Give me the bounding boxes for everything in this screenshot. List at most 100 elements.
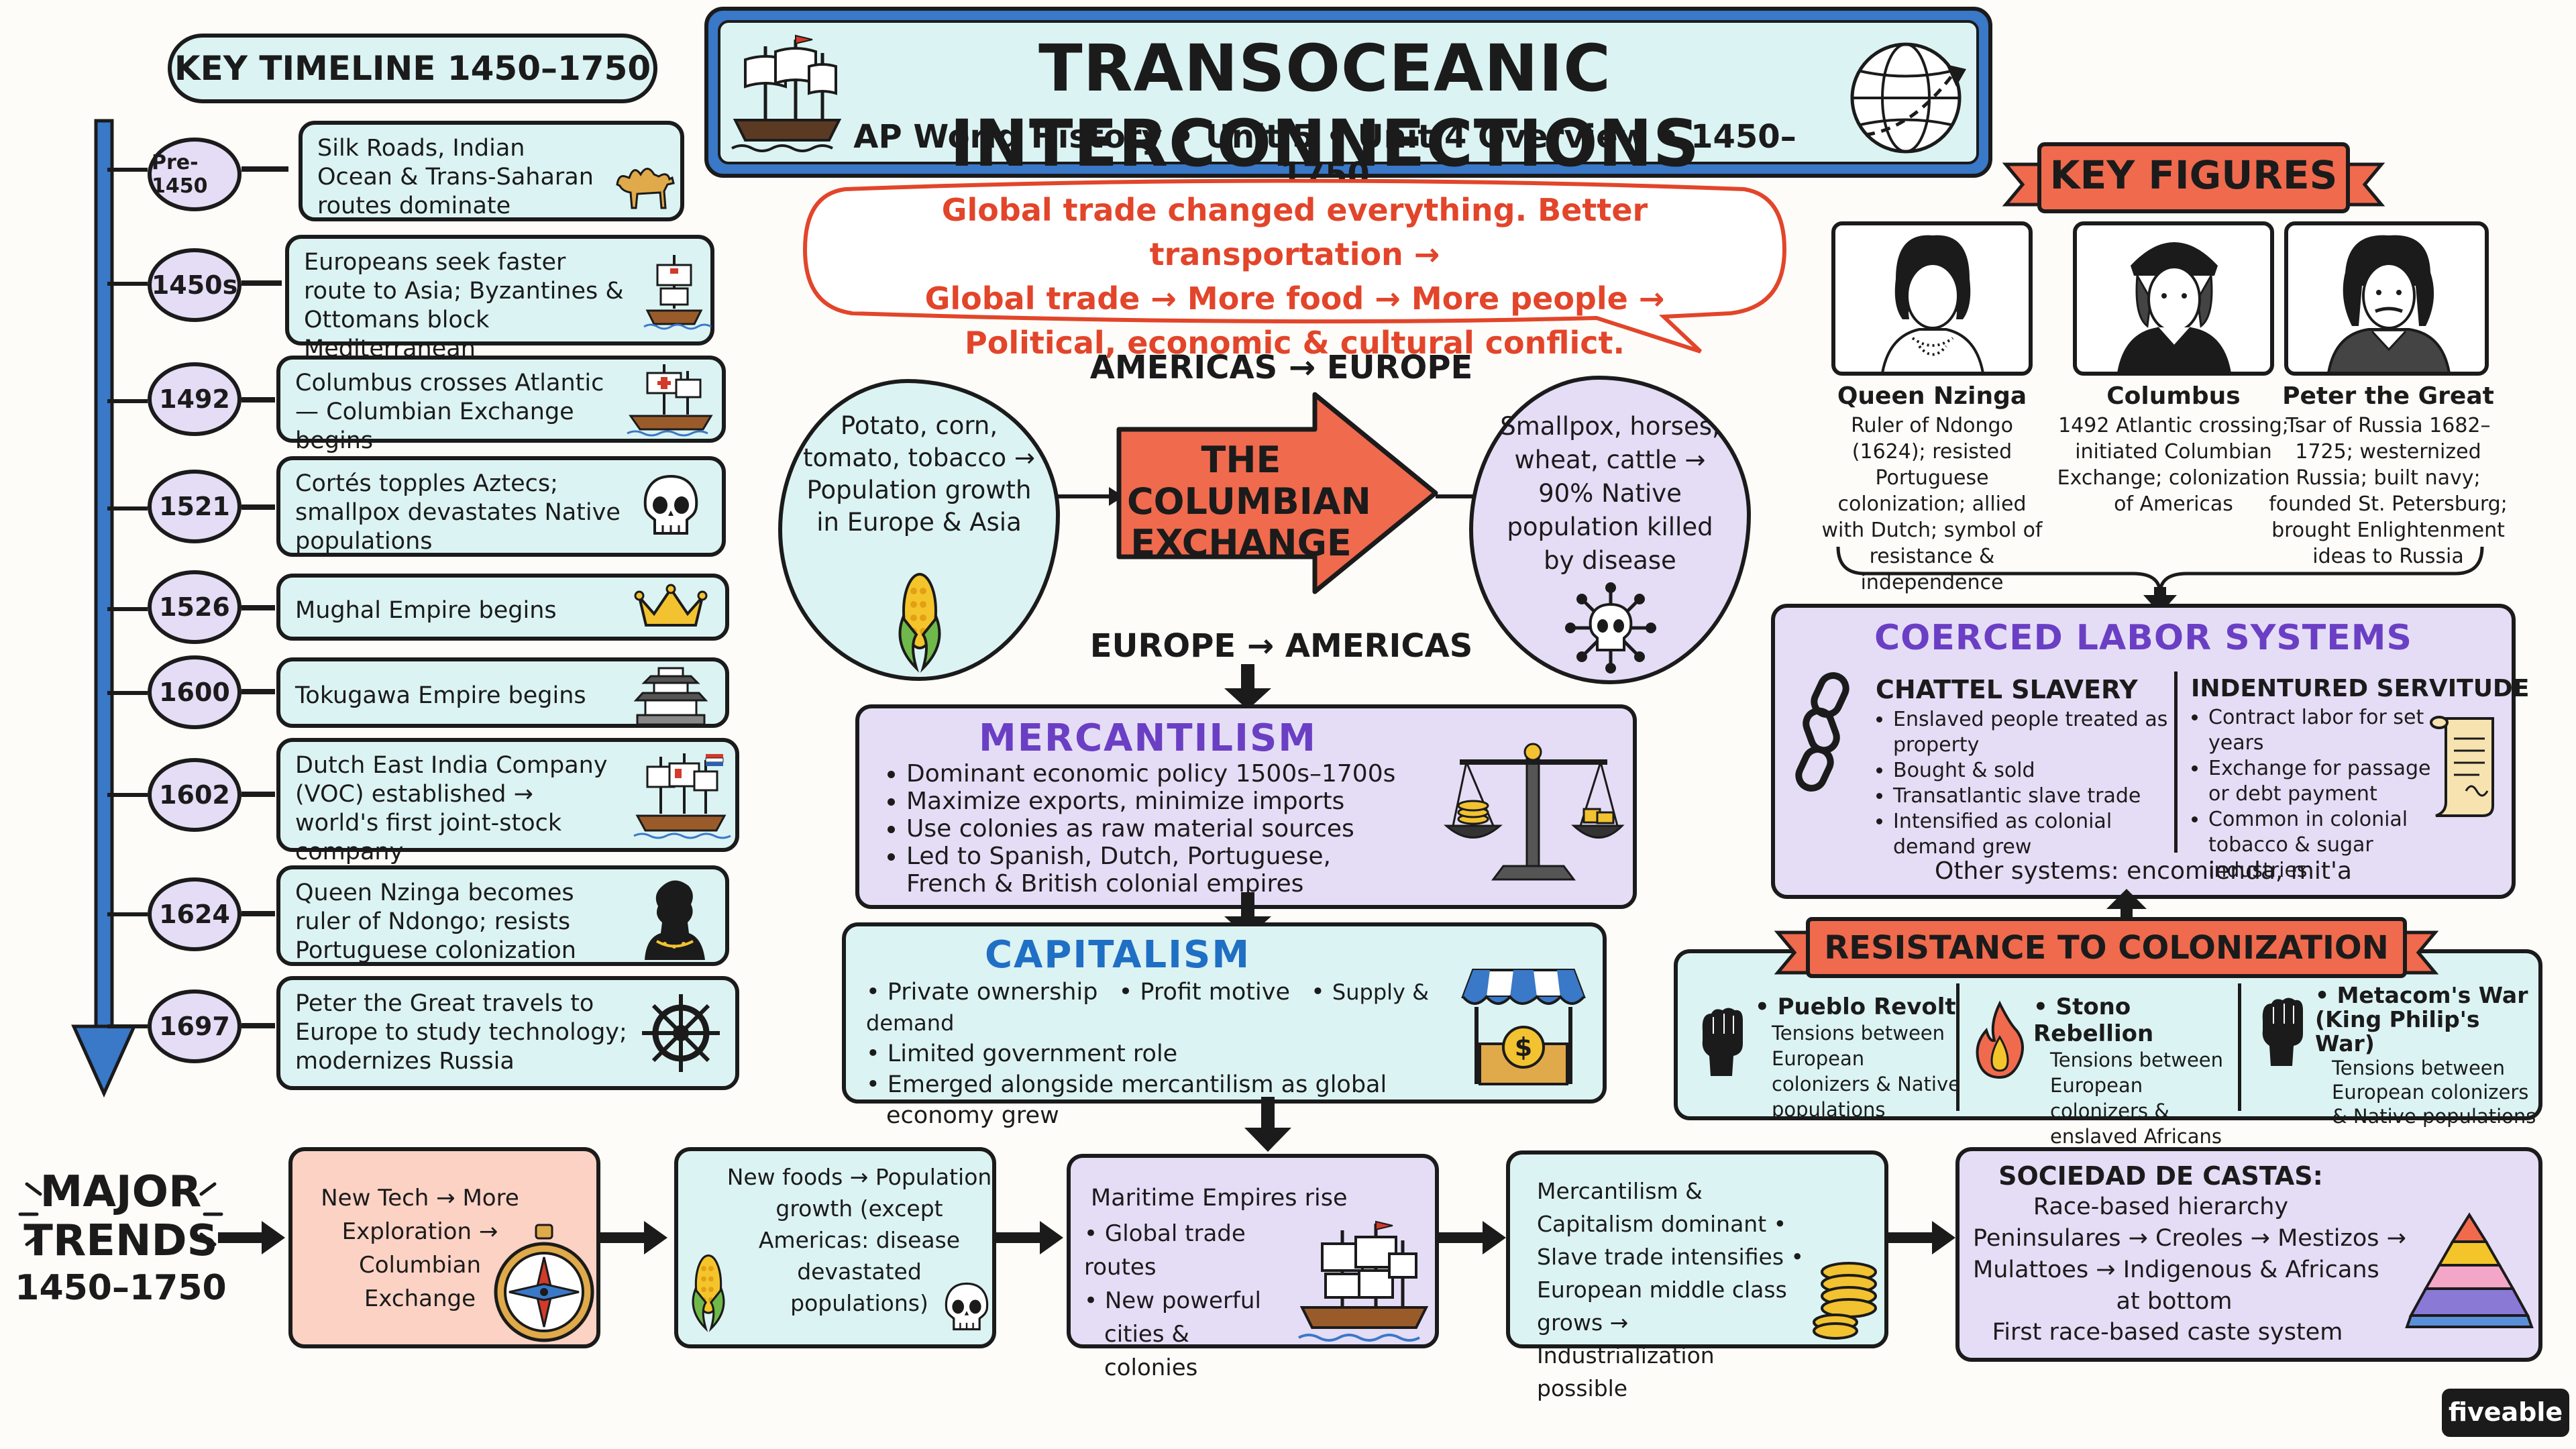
- coerced-labor-title: COERCED LABOR SYSTEMS: [1874, 618, 2412, 658]
- list-item: Intensified as colonial demand grew: [1893, 809, 2171, 860]
- timeline-event: Pre-1450 Silk Roads, Indian Ocean & Tran…: [0, 121, 738, 221]
- timeline-event-card: Silk Roads, Indian Ocean & Trans-Saharan…: [299, 121, 684, 221]
- list-item: Use colonies as raw material sources: [906, 815, 1416, 843]
- trend-arrow: [600, 1221, 667, 1254]
- raised-fist-icon: [2251, 990, 2312, 1071]
- timeline-date: 1602: [148, 758, 241, 832]
- fiveable-logo: fiveable: [2442, 1389, 2569, 1437]
- down-arrow: [1244, 1097, 1291, 1152]
- capitalism-box: CAPITALISM • Private ownership • Profit …: [842, 922, 1607, 1129]
- figure-desc: Tsar of Russia 1682–1725; westernized Ru…: [2269, 414, 2508, 568]
- left-cloud-text: Potato, corn, tomato, tobacco → Populati…: [803, 411, 1035, 537]
- figure-desc: Ruler of Ndongo (1624); resisted Portugu…: [1821, 414, 2043, 594]
- timeline-event-card: Mughal Empire begins: [276, 574, 729, 641]
- portrait-frame: [1831, 221, 2033, 376]
- chattel-title: CHATTEL SLAVERY: [1876, 675, 2138, 704]
- section-divider: [2238, 983, 2241, 1111]
- mercantilism-title: MERCANTILISM: [978, 716, 1318, 760]
- ship-icon: [621, 359, 721, 439]
- crown-icon: [631, 580, 711, 634]
- key-figures-title: KEY FIGURES: [2049, 152, 2338, 198]
- trend-card: SOCIEDAD DE CASTAS: Race-based hierarchy…: [1955, 1147, 2542, 1362]
- trend-text: Peninsulares → Creoles → Mestizos →: [1973, 1225, 2406, 1252]
- trend-text: New foods → Population growth (except Am…: [727, 1164, 992, 1316]
- list-item: Emerged alongside mercantilism as global…: [886, 1071, 1387, 1129]
- timeline-date: 1450s: [148, 248, 241, 322]
- figure-name: Columbus: [2106, 382, 2241, 410]
- resistance-banner: RESISTANCE TO COLONIZATION: [1774, 912, 2439, 989]
- coins-icon: [1805, 1242, 1886, 1342]
- skull-icon: [631, 470, 711, 550]
- peter-the-great-portrait-icon: [2326, 235, 2451, 374]
- mercantilism-box: MERCANTILISM Dominant economic policy 15…: [855, 704, 1637, 909]
- corn-icon: [682, 1238, 735, 1346]
- major-trends-line: TRENDS: [23, 1216, 218, 1266]
- raised-fist-icon: [1691, 1000, 1752, 1081]
- trend-card: New Tech → More Exploration → Columbian …: [288, 1147, 600, 1348]
- trend-text: Global trade routes: [1084, 1220, 1246, 1281]
- columbus-portrait-icon: [2117, 242, 2231, 373]
- figure-name: Peter the Great: [2282, 382, 2494, 410]
- list-item: Bought & sold: [1893, 758, 2171, 784]
- corn-icon: [883, 571, 957, 673]
- scroll-icon: [2422, 708, 2510, 822]
- down-arrow: [1224, 664, 1271, 710]
- resistance-name: Metacom's War (King Philip's War): [2315, 982, 2528, 1057]
- resistance-desc: Tensions between European colonizers & N…: [1772, 1022, 1960, 1121]
- list-item: Limited government role: [887, 1040, 1178, 1067]
- list-item: Profit motive: [1140, 979, 1290, 1006]
- figure-desc: 1492 Atlantic crossing; initiated Columb…: [2057, 414, 2290, 516]
- svg-text:$: $: [1515, 1032, 1532, 1062]
- resistance-name: Stono Rebellion: [2033, 994, 2154, 1047]
- timeline-date: 1521: [148, 470, 241, 543]
- portrait-frame: [2073, 221, 2274, 376]
- timeline-event: 1450s Europeans seek faster route to Asi…: [0, 235, 738, 362]
- section-divider: [1956, 983, 1960, 1111]
- list-item: Transatlantic slave trade: [1893, 784, 2171, 809]
- portrait-frame: [2284, 221, 2489, 376]
- trend-text: New Tech → More Exploration → Columbian …: [321, 1185, 519, 1312]
- queen-silhouette-icon: [634, 872, 714, 963]
- trend-text: First race-based caste system: [1992, 1319, 2343, 1346]
- columbian-exchange-arrow: THE COLUMBIAN EXCHANGE: [1114, 389, 1442, 597]
- list-item: Enslaved people treated as property: [1893, 707, 2171, 758]
- major-trends-line: 1450–1750: [15, 1268, 227, 1308]
- header-title: TRANSOCEANIC INTERCONNECTIONS: [949, 31, 1701, 181]
- list-item: Exchange for passage or debt payment: [2208, 756, 2439, 807]
- figure-name: Queen Nzinga: [1837, 382, 2027, 410]
- major-trends-line: MAJOR: [40, 1167, 202, 1217]
- timeline-event: 1526 Mughal Empire begins: [0, 570, 738, 644]
- major-trends-label: MAJOR TRENDS 1450–1750: [13, 1164, 228, 1318]
- broken-chain-icon: [1788, 668, 1869, 796]
- timeline-date: 1492: [148, 362, 241, 436]
- timeline-event: 1600 Tokugawa Empire begins: [0, 654, 738, 731]
- exchange-right-connector: [1436, 494, 1476, 498]
- market-stall-icon: $: [1456, 960, 1591, 1094]
- exchange-bottom-label: EUROPE → AMERICAS: [1089, 627, 1473, 665]
- speech-line: Global trade → More food → More people →: [924, 280, 1665, 317]
- timeline-event-card: Europeans seek faster route to Asia; Byz…: [285, 235, 714, 362]
- fire-icon: [1970, 997, 2030, 1084]
- fiveable-logo-text: fiveable: [2448, 1397, 2563, 1427]
- list-item: Supply & demand: [866, 979, 1430, 1036]
- mercantilism-list: Dominant economic policy 1500s–1700s Max…: [879, 760, 1416, 898]
- coerced-labor-box: COERCED LABOR SYSTEMS CHATTEL SLAVERY En…: [1771, 604, 2530, 899]
- ship-icon: [1292, 1218, 1433, 1346]
- right-cloud-text: Smallpox, horses, wheat, cattle → 90% Na…: [1500, 412, 1720, 575]
- timeline-arrow: [71, 119, 137, 1098]
- compass-icon: [487, 1222, 601, 1349]
- timeline-date: 1697: [148, 989, 241, 1063]
- resistance-desc: Tensions between European colonizers & N…: [2332, 1057, 2536, 1128]
- ship-wheel-icon: [637, 989, 724, 1077]
- indentured-servitude-section: INDENTURED SERVITUDE Contract labor for …: [2191, 675, 2530, 883]
- chattel-slavery-section: CHATTEL SLAVERY Enslaved people treated …: [1876, 675, 2171, 860]
- list-item: Dominant economic policy 1500s–1700s: [906, 760, 1416, 788]
- key-figures-banner: KEY FIGURES: [2002, 138, 2385, 225]
- exchange-top-label: AMERICAS → EUROPE: [1089, 349, 1473, 386]
- header-banner: TRANSOCEANIC INTERCONNECTIONS AP World H…: [704, 7, 1992, 193]
- timeline-event: 1492 Columbus crosses Atlantic — Columbi…: [0, 356, 738, 454]
- exchange-left-connector: [1057, 487, 1124, 506]
- trend-card: New foods → Population growth (except Am…: [674, 1147, 996, 1348]
- indentured-title: INDENTURED SERVITUDE: [2191, 675, 2530, 702]
- trend-arrow: [218, 1221, 285, 1254]
